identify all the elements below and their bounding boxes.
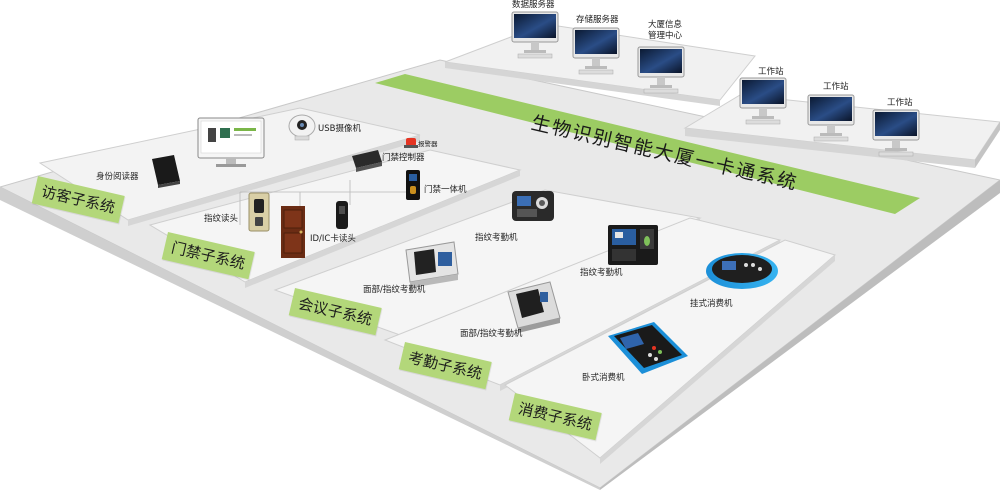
face-fingerprint-label-2: 面部/指纹考勤机 bbox=[460, 329, 523, 339]
fingerprint-attendance-device-2 bbox=[608, 225, 658, 265]
face-fingerprint-terminal-1 bbox=[405, 241, 459, 288]
id-reader-device bbox=[152, 155, 180, 188]
ic-card-reader-device bbox=[336, 201, 348, 229]
fingerprint-reader-device bbox=[248, 192, 270, 232]
fingerprint-reader-label: 指纹读头 bbox=[204, 214, 239, 224]
info-center-monitor bbox=[637, 46, 685, 94]
workstation-monitor-1 bbox=[739, 77, 787, 125]
storage-server-label: 存储服务器 bbox=[576, 15, 619, 25]
desk-pos-label: 卧式消费机 bbox=[582, 373, 625, 383]
fingerprint-attendance-label-1: 指纹考勤机 bbox=[475, 233, 518, 243]
desk-pos-device bbox=[608, 322, 688, 374]
ic-card-reader-label: ID/IC卡读头 bbox=[310, 234, 356, 244]
workstation-monitor-3 bbox=[872, 109, 920, 157]
info-center-label: 大厦信息管理中心 bbox=[647, 20, 682, 41]
workstation-label-1: 工作站 bbox=[758, 67, 784, 77]
face-fingerprint-label-1: 面部/指纹考勤机 bbox=[363, 285, 426, 295]
wall-pos-label: 挂式消费机 bbox=[690, 299, 733, 309]
access-all-in-one-device bbox=[406, 170, 420, 200]
alarm-device bbox=[404, 138, 418, 148]
data-server-label: 数据服务器 bbox=[512, 0, 555, 10]
visitor-pc-monitor bbox=[197, 117, 265, 167]
fingerprint-attendance-device-1 bbox=[512, 191, 554, 221]
door-controller-device bbox=[352, 150, 382, 172]
workstation-monitor-2 bbox=[807, 94, 855, 142]
door-device bbox=[281, 206, 305, 258]
alarm-label: 报警器 bbox=[418, 140, 438, 148]
usb-camera-device bbox=[288, 114, 316, 141]
usb-camera-label: USB摄像机 bbox=[318, 124, 361, 134]
face-fingerprint-terminal-2 bbox=[507, 281, 561, 333]
data-server-monitor bbox=[511, 11, 559, 59]
wall-pos-device bbox=[706, 253, 778, 289]
workstation-label-2: 工作站 bbox=[823, 82, 849, 92]
storage-server-monitor bbox=[572, 27, 620, 75]
banner-band bbox=[375, 74, 920, 214]
workstation-label-3: 工作站 bbox=[887, 98, 913, 108]
door-controller-label: 门禁控制器 bbox=[382, 153, 425, 163]
id-reader-label: 身份阅读器 bbox=[96, 172, 139, 182]
fingerprint-attendance-label-2: 指纹考勤机 bbox=[580, 268, 623, 278]
access-all-in-one-label: 门禁一体机 bbox=[424, 185, 467, 195]
